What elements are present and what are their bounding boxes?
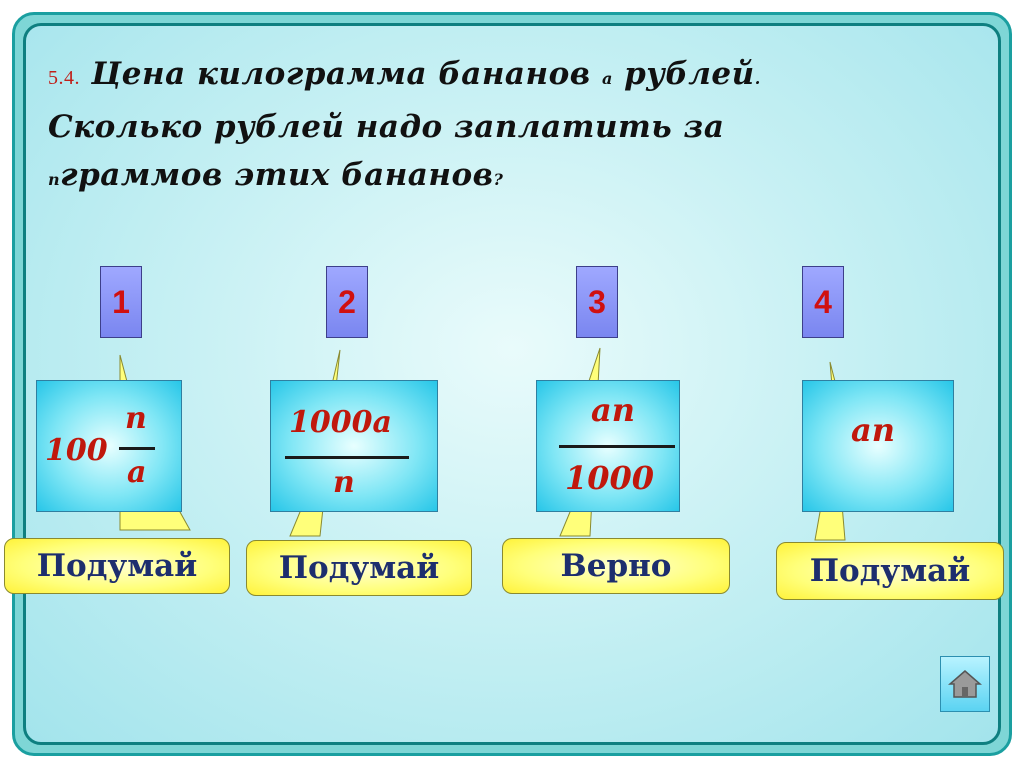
option-2-numerator: 1000a bbox=[289, 405, 392, 440]
option-number-4[interactable]: 4 bbox=[802, 266, 844, 338]
feedback-label-3: Верно bbox=[502, 538, 730, 594]
question-number: 5.4. bbox=[48, 67, 80, 89]
question-part2: рублей bbox=[612, 56, 755, 92]
home-icon bbox=[948, 670, 982, 698]
option-card-4[interactable]: an bbox=[802, 380, 954, 512]
option-2-fraction-bar bbox=[285, 456, 409, 459]
home-button[interactable] bbox=[940, 656, 990, 712]
question-part1: Цена килограмма бананов bbox=[80, 56, 602, 92]
option-card-1[interactable]: 100 n a bbox=[36, 380, 182, 512]
option-card-2[interactable]: 1000a n bbox=[270, 380, 438, 512]
option-1-numerator: n bbox=[125, 401, 147, 436]
option-number-1[interactable]: 1 bbox=[100, 266, 142, 338]
variable-n: n bbox=[48, 170, 61, 189]
option-number-3[interactable]: 3 bbox=[576, 266, 618, 338]
option-3-denominator: 1000 bbox=[565, 459, 655, 497]
question-line3: граммов этих бананов bbox=[60, 157, 494, 193]
option-3-fraction-bar bbox=[559, 445, 675, 448]
feedback-label-1: Подумай bbox=[4, 538, 230, 594]
question-line2: Сколько рублей надо заплатить за bbox=[48, 109, 725, 145]
question-dot: . bbox=[754, 69, 761, 88]
option-1-denominator: a bbox=[127, 455, 147, 490]
option-card-3[interactable]: an 1000 bbox=[536, 380, 680, 512]
option-1-whole: 100 bbox=[45, 433, 108, 468]
option-number-2[interactable]: 2 bbox=[326, 266, 368, 338]
feedback-label-4: Подумай bbox=[776, 542, 1004, 600]
option-3-numerator: an bbox=[591, 391, 635, 429]
option-4-expression: an bbox=[851, 411, 895, 449]
variable-a: a bbox=[601, 69, 613, 88]
feedback-label-2: Подумай bbox=[246, 540, 472, 596]
question-text: 5.4. Цена килограмма бананов a рублей. Ск… bbox=[48, 50, 868, 204]
option-1-fraction-bar bbox=[119, 447, 155, 450]
question-mark: ? bbox=[493, 170, 504, 189]
option-2-denominator: n bbox=[333, 465, 355, 500]
